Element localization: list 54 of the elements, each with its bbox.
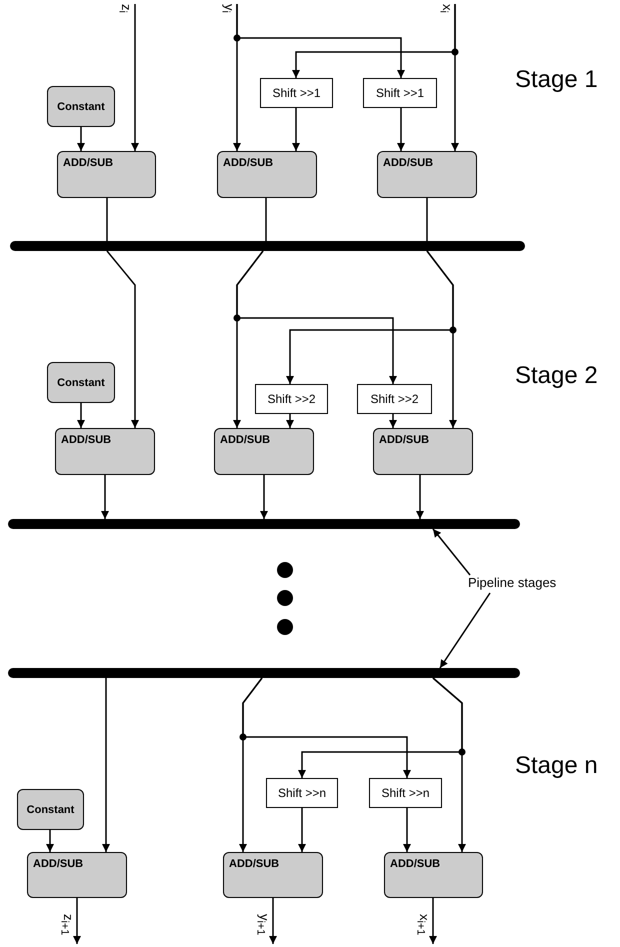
arrow (77, 403, 85, 428)
leader-line (439, 592, 491, 668)
constant-box: Constant (47, 86, 115, 127)
constant-box: Constant (17, 789, 84, 830)
stage-label: Stage 2 (515, 362, 598, 390)
arrow (298, 808, 306, 852)
connector-line (426, 198, 428, 241)
add-sub-box: ADD/SUB (377, 151, 477, 198)
arrow (77, 127, 85, 151)
arrow (389, 414, 397, 428)
add-sub-box: ADD/SUB (57, 151, 156, 198)
add-sub-box: ADD/SUB (214, 428, 314, 475)
add-sub-box: ADD/SUB (217, 151, 317, 198)
shift-box: Shift >>2 (255, 384, 328, 414)
arrow (102, 678, 110, 852)
arrow (286, 250, 454, 384)
arrow (242, 678, 411, 778)
connector-line (106, 198, 108, 241)
add-sub-box: ADD/SUB (384, 852, 483, 898)
stage-label: Stage n (515, 752, 598, 780)
arrow (403, 808, 411, 852)
shift-box: Shift >>2 (357, 384, 432, 414)
pipeline-register-bar (8, 668, 520, 678)
arrow (397, 108, 405, 151)
arrow (292, 108, 300, 151)
arrow (416, 475, 424, 519)
arrow (286, 414, 294, 428)
arrow (131, 4, 139, 151)
add-sub-box: ADD/SUB (223, 852, 323, 898)
shift-box: Shift >>1 (363, 78, 437, 108)
arrow (429, 898, 437, 944)
constant-box: Constant (47, 362, 115, 403)
stage-label: Stage 1 (515, 66, 598, 94)
leader-line (432, 528, 471, 576)
pipeline-register-bar (8, 519, 520, 529)
arrow (260, 475, 268, 519)
add-sub-box: ADD/SUB (55, 428, 155, 475)
arrow (46, 830, 54, 852)
add-sub-box: ADD/SUB (27, 852, 127, 898)
connector-line (265, 198, 267, 241)
pipeline-register-bar (10, 241, 525, 251)
shift-box: Shift >>n (369, 778, 442, 808)
arrow (106, 250, 139, 428)
arrow (292, 4, 456, 78)
arrow (101, 475, 109, 519)
arrow (236, 250, 397, 384)
shift-box: Shift >>n (266, 778, 338, 808)
arrow (73, 898, 81, 944)
annotation-text: Pipeline stages (468, 575, 580, 593)
shift-box: Shift >>1 (260, 78, 333, 108)
arrow (269, 898, 277, 944)
arrow (236, 4, 405, 78)
add-sub-box: ADD/SUB (373, 428, 473, 475)
arrow (298, 677, 463, 778)
